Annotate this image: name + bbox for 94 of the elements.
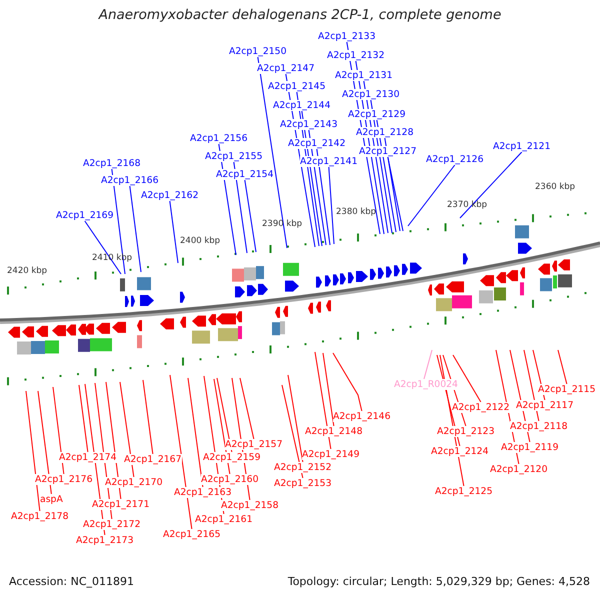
leader-line [170,374,192,530]
gene-label: aspA [40,494,63,505]
gene-label: A2cp1_2163 [174,487,232,498]
gene-label: A2cp1_2131 [335,70,393,81]
title: Anaeromyxobacter dehalogenans 2CP-1, complete genome [97,10,502,21]
gene-label: A2cp1_2153 [274,478,332,489]
gene-label: A2cp1_2128 [356,127,414,138]
gene-label: A2cp1_2144 [273,100,331,111]
leader-line [78,384,88,452]
gene-label: A2cp1_2127 [359,146,417,157]
gene-label: A2cp1_2121 [493,141,551,152]
leader-line [460,152,522,218]
gene-label: A2cp1_2165 [163,529,221,540]
gene-label: A2cp1_2115 [538,384,596,395]
scale-label: 2370 kbp [447,200,488,211]
gene-label: A2cp1_2119 [501,442,559,453]
gene-label: A2cp1_2130 [342,89,400,100]
leader-line [332,352,362,412]
gene-label: A2cp1_2162 [141,190,199,201]
leader-line [52,386,64,474]
gene-label: A2cp1_2148 [305,426,363,437]
gene-label: A2cp1_2170 [105,477,163,488]
leader-line [214,378,230,474]
gene-label: A2cp1_2118 [510,421,568,432]
leader-line [558,350,568,384]
leader-line [142,380,154,454]
gene-label: A2cp1_2149 [302,449,360,460]
gene-label: A2cp1_2120 [490,464,548,475]
gene-label: A2cp1_2141 [300,156,358,167]
gene-label: A2cp1_R0024 [394,379,458,390]
leader-line [257,56,288,248]
gene-label: A2cp1_2155 [205,151,263,162]
leader-line [244,180,256,252]
gene-label: A2cp1_2172 [83,519,141,530]
scale-label: 2380 kbp [336,207,376,218]
leader-line [288,374,304,462]
leader-line [216,378,232,452]
leader-line [387,156,404,232]
gene-label: A2cp1_2142 [288,138,346,149]
scale-label: 2390 kbp [262,219,302,230]
gene-label: A2cp1_2156 [190,133,248,144]
leader-line [38,390,52,494]
leader-line [322,352,334,426]
leader-line [314,352,332,450]
leader-line [188,378,204,488]
gene-label: A2cp1_2145 [268,81,326,92]
gene-label: A2cp1_2161 [195,514,253,525]
leader-line [240,378,254,440]
gene-label: A2cp1_2147 [257,63,315,74]
gene-label: A2cp1_2171 [92,499,150,510]
gene-label: A2cp1_2176 [35,474,93,485]
leader-line [233,162,248,254]
gene-label: A2cp1_2167 [124,454,182,465]
gene-label: A2cp1_2132 [327,50,385,61]
gene-label: A2cp1_2154 [216,169,274,180]
leader-line [120,382,134,478]
gene-label: A2cp1_2157 [225,439,283,450]
gene-label: A2cp1_2152 [274,462,332,473]
leader-line [452,354,482,402]
gene-label: A2cp1_2166 [101,175,159,186]
gene-label: A2cp1_2117 [516,400,574,411]
gene-label: A2cp1_2123 [437,426,495,437]
gene-label: A2cp1_2124 [431,446,489,457]
gene-label: A2cp1_2133 [318,31,376,42]
gene-label: A2cp1_2126 [426,154,484,165]
leader-line [408,164,456,226]
gene-label: A2cp1_2168 [83,158,141,169]
gene-label: A2cp1_2150 [229,46,287,57]
gene-label: A2cp1_2129 [348,109,406,120]
leader-line [26,390,40,512]
leader-line [424,350,432,380]
scale-label: 2420 kbp [7,266,48,277]
gene-label: A2cp1_2174 [59,452,117,463]
gene-label: A2cp1_2159 [203,452,261,463]
leader-line [316,148,330,246]
gene-label: A2cp1_2158 [221,500,279,511]
gene-label: A2cp1_2146 [333,411,391,422]
footer-text: Topology: circular; Length: 5,029,329 bp; Genes: 4,528 [288,576,590,587]
footer-text: Accession: NC_011891 [9,576,134,587]
leader-line [111,168,126,274]
leader-line [169,200,178,264]
leader-line [328,166,334,244]
gene-label: A2cp1_2143 [280,119,338,130]
gene-label: A2cp1_2160 [201,474,259,485]
gene-label: A2cp1_2122 [452,402,510,413]
leader-line [384,138,400,232]
gene-label: A2cp1_2173 [76,535,134,546]
scale-label: 2360 kbp [535,182,576,193]
scale-label: 2400 kbp [180,236,220,247]
gene-label: A2cp1_2169 [56,210,114,221]
gene-label: A2cp1_2178 [11,511,69,522]
leader-line [282,384,304,478]
gene-label: A2cp1_2125 [435,486,493,497]
leader-line [129,186,142,272]
